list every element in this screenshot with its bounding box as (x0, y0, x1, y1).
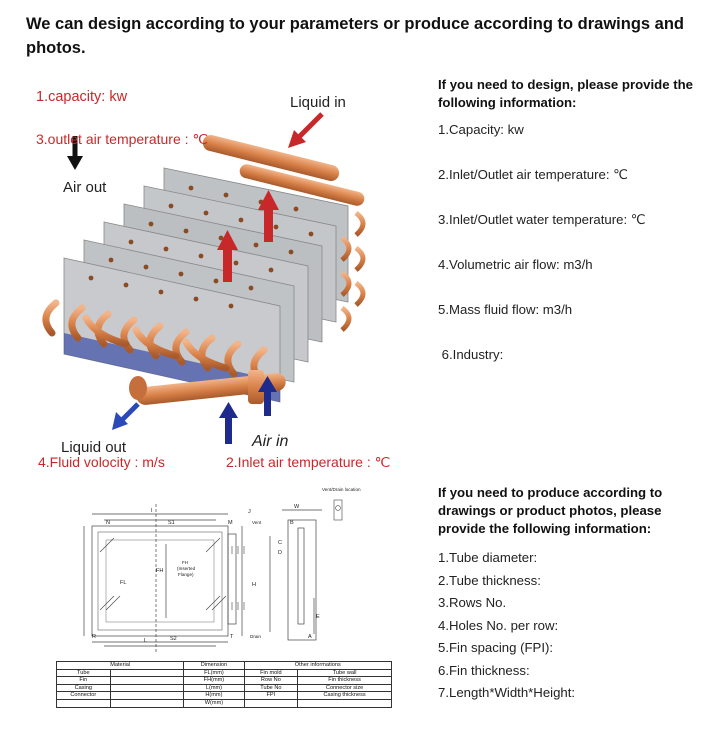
dim-H: H (252, 582, 256, 588)
design-item-water-temp: 3.Inlet/Outlet water temperature: ℃ (438, 212, 646, 227)
table-header-material: Material (55, 661, 185, 670)
table-cell (297, 698, 392, 708)
dim-I: I (151, 508, 153, 514)
table-row: Casing L(mm) Tube No Connector size (56, 683, 392, 693)
table-header-other: Other informations (243, 661, 393, 670)
table-cell: FH(mm) (183, 676, 245, 685)
design-item-fluid-flow: 5.Mass fluid flow: m3/h (438, 302, 573, 317)
table-cell: FPI (243, 691, 299, 700)
dim-C: C (278, 540, 282, 546)
bottom-header-pipe (129, 370, 286, 405)
side-return-bends (340, 210, 366, 332)
dim-FH: FH (156, 568, 163, 574)
tube-ends (88, 185, 314, 309)
table-cell (109, 676, 185, 685)
outlet-air-label: 3.outlet air temperature : ℃ (36, 131, 208, 147)
drawing-info-panel: If you need to produce according to draw… (438, 484, 703, 714)
top-header-pipe (202, 135, 365, 206)
drawing-item-holes: 4.Holes No. per row: (438, 618, 559, 633)
design-item-air-temp: 2.Inlet/Outlet air temperature: ℃ (438, 167, 628, 182)
fluid-velocity-label: 4.Fluid volocity : m/s (38, 454, 165, 470)
drawing-item-fin-spacing: 5.Fin spacing (FPI): (438, 640, 554, 655)
design-info-panel: If you need to design, please provide th… (438, 76, 703, 376)
hot-air-arrows (217, 190, 279, 282)
table-cell: Fin (56, 676, 111, 685)
dim-S2: S2 (170, 636, 177, 642)
table-cell (109, 691, 185, 700)
air-out-label: Air out (63, 179, 107, 196)
fh-inserted-2: (Inserted (177, 566, 196, 571)
table-cell: Tube (56, 668, 111, 678)
dim-B: B (290, 520, 294, 526)
table-cell: W(mm) (183, 698, 245, 708)
design-intro: If you need to design, please provide th… (438, 77, 694, 110)
air-in-arrows (219, 376, 277, 444)
dim-R: R (92, 634, 96, 640)
drawing-item-fin-thickness: 6.Fin thickness: (438, 663, 530, 678)
dim-A: A (308, 634, 312, 640)
table-cell: FL(mm) (183, 668, 245, 678)
table-cell: Row No (243, 676, 299, 685)
drawing-item-dimensions: 7.Length*Width*Height: (438, 685, 576, 700)
dim-M: M (228, 520, 233, 526)
drawing-item-rows: 3.Rows No. (438, 595, 507, 610)
table-cell: Tube No (243, 683, 299, 693)
liquid-in-arrow (288, 112, 324, 148)
dim-FL: FL (120, 580, 126, 586)
table-header-dimension: Dimension (183, 661, 245, 670)
table-header-row: Material Dimension Other informations (55, 661, 393, 670)
drain-text: Drain (250, 634, 261, 639)
dim-E: E (316, 614, 320, 620)
table-cell (243, 698, 299, 708)
capacity-label: 1.capacity: kw (36, 89, 128, 105)
fh-inserted-3: Flange) (178, 572, 194, 577)
dim-N: N (106, 520, 110, 526)
drawing-intro: If you need to produce according to draw… (438, 485, 663, 536)
fh-inserted-1: FH (182, 560, 188, 565)
dim-J: J (248, 509, 251, 515)
design-item-industry: 6.Industry: (438, 347, 504, 362)
dim-W: W (294, 504, 300, 510)
drawing-item-tube-diameter: 1.Tube diameter: (438, 550, 538, 565)
table-cell: Fin thickness (297, 676, 392, 685)
liquid-out-label: Liquid out (61, 439, 127, 456)
table-cell: Casing (56, 683, 111, 693)
table-cell (109, 698, 185, 708)
table-cell (109, 668, 185, 678)
technical-drawing: Vent/Drain location I J W N S1 M Vent B … (83, 487, 361, 654)
dim-S1: S1 (168, 520, 175, 526)
dim-L: L (144, 638, 147, 644)
table-cell: Connector size (297, 683, 392, 693)
table-row: W(mm) (56, 698, 392, 708)
vent-drain-location (333, 499, 343, 521)
liquid-out-arrow (112, 402, 140, 430)
headline: We can design according to your paramete… (26, 15, 684, 57)
table-cell: L(mm) (183, 683, 245, 693)
table-cell: Connector (56, 691, 111, 700)
connector-ticks (99, 537, 245, 611)
design-item-capacity: 1.Capacity: kw (438, 122, 524, 137)
coil-illustration: 1.capacity: kw Liquid in 3.outlet air te… (36, 89, 390, 470)
inlet-air-label: 2.Inlet air temperature : ℃ (226, 454, 390, 470)
vent-text: Vent (252, 520, 262, 525)
table-cell (56, 698, 111, 708)
table-cell (109, 683, 185, 693)
design-item-air-flow: 4.Volumetric air flow: m3/h (438, 257, 593, 272)
dim-D: D (278, 550, 282, 556)
liquid-in-label: Liquid in (290, 94, 346, 111)
table-cell: H(mm) (183, 691, 245, 700)
table-cell: Casing thickness (297, 691, 392, 700)
dim-T: T (230, 634, 234, 640)
air-out-arrow (67, 136, 83, 170)
table-cell: Fin mold (243, 668, 299, 678)
drawing-item-tube-thickness: 2.Tube thickness: (438, 573, 541, 588)
table-row: Fin FH(mm) Row No Fin thickness (56, 676, 392, 685)
tube-bends (42, 299, 268, 384)
table-cell: Tube wall (297, 668, 392, 678)
vent-drain-text: Vent/Drain location (322, 487, 361, 492)
air-in-label: Air in (251, 433, 289, 450)
spec-table: Material Dimension Other informations Tu… (55, 661, 393, 708)
table-row: Connector H(mm) FPI Casing thickness (56, 691, 392, 700)
table-row: Tube FL(mm) Fin mold Tube wall (56, 668, 392, 678)
